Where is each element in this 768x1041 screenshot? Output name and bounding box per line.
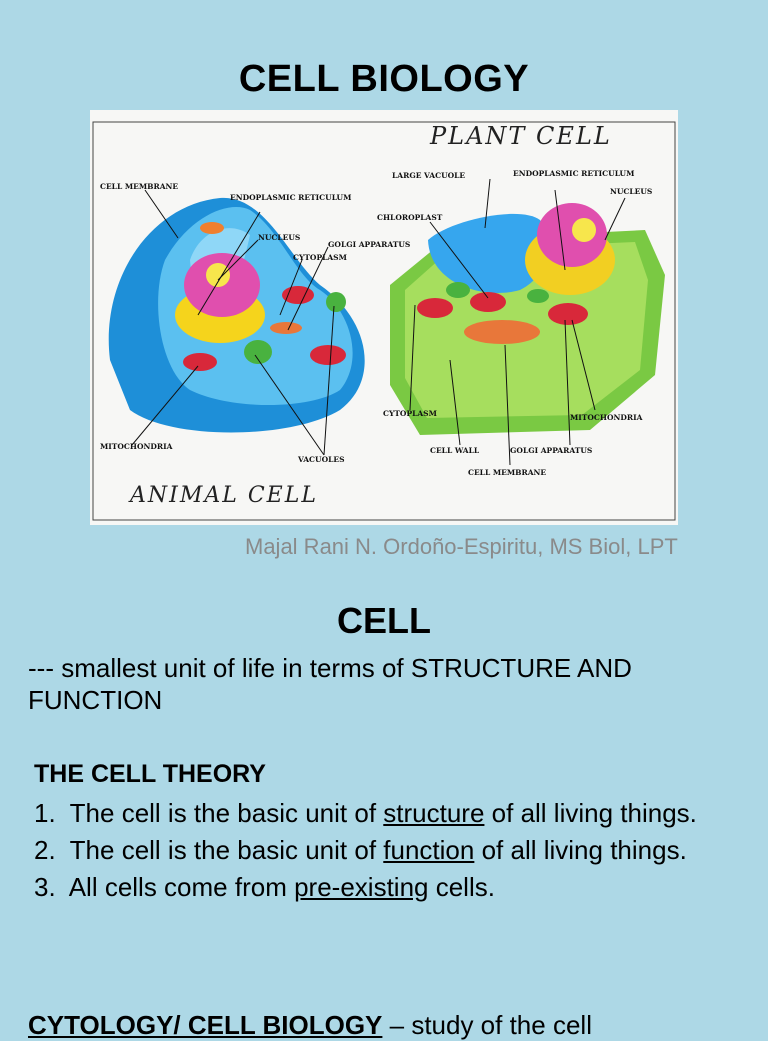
- cell-diagram: CELL MEMBRANE ENDOPLASMIC RETICULUM NUCL…: [92, 121, 676, 521]
- label-animal-endoplasmic-reticulum: ENDOPLASMIC RETICULUM: [230, 193, 351, 202]
- label-plant-endoplasmic-reticulum: ENDOPLASMIC RETICULUM: [513, 169, 634, 178]
- label-animal-cell-membrane: CELL MEMBRANE: [100, 182, 178, 191]
- label-leader-lines: [131, 178, 626, 466]
- item-text-end: of all living things.: [474, 835, 687, 865]
- label-animal-vacuoles: VACUOLES: [297, 455, 345, 464]
- label-plant-golgi-apparatus: GOLGI APPARATUS: [510, 446, 592, 455]
- item-text: The cell is the basic unit of: [69, 798, 384, 828]
- animal-cell-title: ANIMAL CELL: [128, 483, 318, 508]
- cell-definition: --- smallest unit of life in terms of ST…: [28, 653, 632, 715]
- label-plant-chloroplast: CHLOROPLAST: [377, 213, 443, 222]
- label-plant-nucleus: NUCLEUS: [610, 187, 652, 196]
- item-text: The cell is the basic unit of: [69, 835, 384, 865]
- label-animal-cytoplasm: CYTOPLASM: [293, 253, 347, 262]
- item-number: 2.: [34, 835, 56, 865]
- cell-diagram-figure: CELL MEMBRANE ENDOPLASMIC RETICULUM NUCL…: [90, 110, 678, 525]
- label-plant-cell-membrane: CELL MEMBRANE: [468, 468, 546, 477]
- item-keyword: pre-existing: [294, 872, 429, 902]
- label-plant-cytoplasm: CYTOPLASM: [383, 409, 437, 418]
- item-number: 1.: [34, 798, 56, 828]
- cytology-definition: CYTOLOGY/ CELL BIOLOGY – study of the ce…: [28, 1010, 592, 1041]
- item-number: 3.: [34, 872, 56, 902]
- page-title: CELL BIOLOGY: [238, 58, 530, 100]
- cell-theory-heading: THE CELL THEORY: [34, 760, 266, 788]
- cell-theory-item: 3. All cells come from pre-existing cell…: [34, 872, 734, 903]
- label-animal-golgi-apparatus: GOLGI APPARATUS: [328, 240, 410, 249]
- diagram-frame: [92, 121, 676, 521]
- cytology-term: CYTOLOGY/ CELL BIOLOGY: [28, 1010, 383, 1040]
- item-keyword: structure: [383, 798, 485, 828]
- label-plant-large-vacuole: LARGE VACUOLE: [392, 171, 465, 180]
- label-animal-mitochondria: MITOCHONDRIA: [100, 442, 173, 451]
- author-credit: Majal Rani N. Ordoño-Espiritu, MS Biol, …: [245, 534, 678, 559]
- plant-cell-title: PLANT CELL: [429, 122, 612, 150]
- label-animal-nucleus: NUCLEUS: [258, 233, 300, 242]
- animal-cell-illustration: [108, 197, 365, 433]
- item-text: All cells come from: [68, 872, 295, 902]
- plant-cell-illustration: [390, 203, 665, 435]
- cell-theory-list: 1. The cell is the basic unit of structu…: [34, 798, 734, 909]
- item-text-end: of all living things.: [484, 798, 697, 828]
- cytology-rest: – study of the cell: [382, 1010, 592, 1040]
- label-plant-mitochondria: MITOCHONDRIA: [570, 413, 643, 422]
- item-text-end: cells.: [428, 872, 495, 902]
- label-plant-cell-wall: CELL WALL: [430, 446, 480, 455]
- cell-theory-item: 2. The cell is the basic unit of functio…: [34, 835, 734, 866]
- cell-theory-item: 1. The cell is the basic unit of structu…: [34, 798, 734, 829]
- item-keyword: function: [383, 835, 475, 865]
- section-heading-cell: CELL: [337, 600, 431, 641]
